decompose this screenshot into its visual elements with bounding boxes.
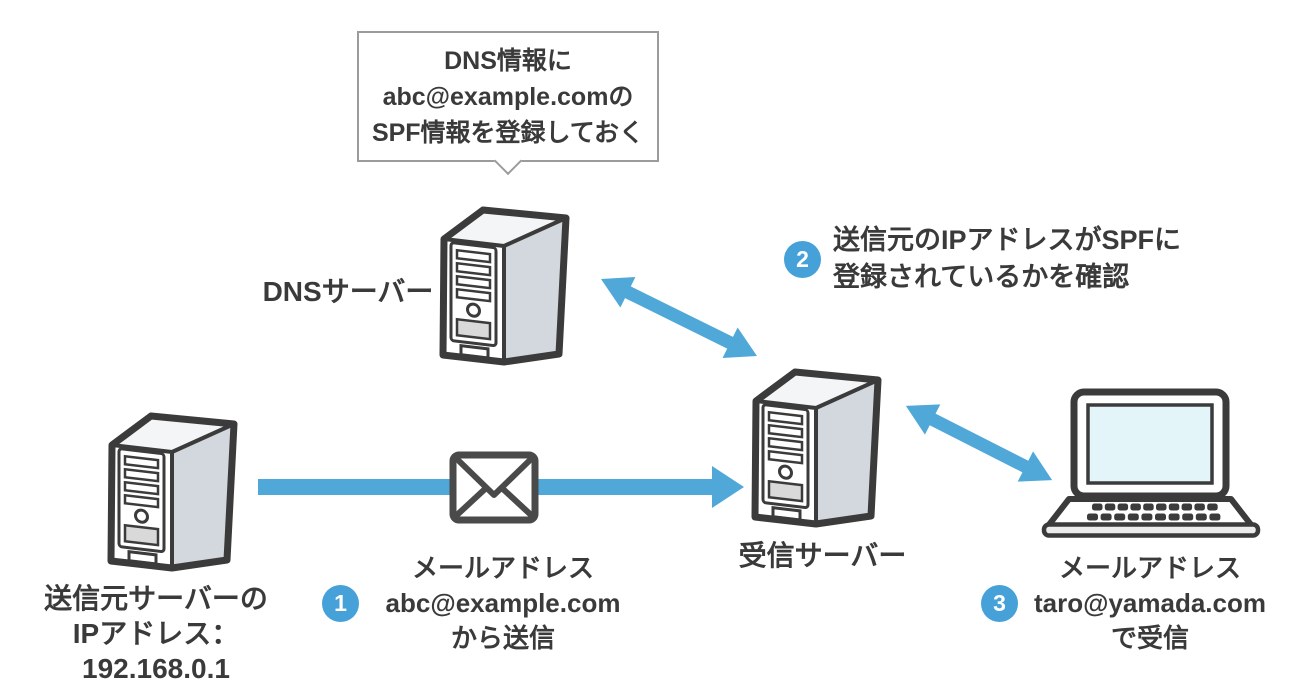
step-2-note: 2 送信元のIPアドレスがSPFに 登録されているかを確認 xyxy=(784,222,1181,296)
step-line: abc@example.com xyxy=(385,588,621,618)
step-line: で受信 xyxy=(1110,623,1189,653)
sender-label-line: IPアドレス：192.168.0.1 xyxy=(72,618,240,684)
step-1-text: メールアドレス abc@example.com から送信 xyxy=(371,551,635,656)
sender-server-label: 送信元サーバーの IPアドレス：192.168.0.1 xyxy=(0,581,312,686)
callout-line: SPF情報を登録しておく xyxy=(371,118,645,147)
laptop-icon xyxy=(1040,388,1262,540)
dns-server-label: DNSサーバー xyxy=(262,276,434,307)
step-3-badge: 3 xyxy=(981,585,1018,622)
step-1-badge: 1 xyxy=(322,585,359,622)
callout-line: DNS情報に xyxy=(444,46,572,75)
envelope-icon xyxy=(448,450,540,525)
step-2-text: 送信元のIPアドレスがSPFに 登録されているかを確認 xyxy=(833,222,1181,296)
step-line: 送信元のIPアドレスがSPFに xyxy=(833,225,1182,255)
step-3-text: メールアドレス taro@yamada.com で受信 xyxy=(1030,551,1270,656)
sender-label-line: 送信元サーバーの xyxy=(44,583,268,614)
step-line: メールアドレス xyxy=(411,553,594,583)
step-line: taro@yamada.com xyxy=(1034,588,1266,618)
step-3-note: 3 メールアドレス taro@yamada.com で受信 xyxy=(981,551,1270,656)
step-line: から送信 xyxy=(450,623,555,653)
dns-server-icon xyxy=(438,196,572,368)
receiving-server-label: 受信サーバー xyxy=(738,540,907,571)
step-2-badge: 2 xyxy=(784,240,821,278)
step-line: 登録されているかを確認 xyxy=(833,262,1130,292)
dns-spf-callout: DNS情報に abc@example.comの SPF情報を登録しておく xyxy=(357,31,659,162)
step-line: メールアドレス xyxy=(1058,553,1241,583)
callout-line: abc@example.comの xyxy=(382,82,634,111)
sender-server-icon xyxy=(106,402,240,574)
receiving-server-icon xyxy=(750,358,884,530)
double-arrow-icon xyxy=(601,277,757,358)
double-arrow-icon xyxy=(905,404,1053,482)
step-1-note: 1 メールアドレス abc@example.com から送信 xyxy=(322,551,635,656)
